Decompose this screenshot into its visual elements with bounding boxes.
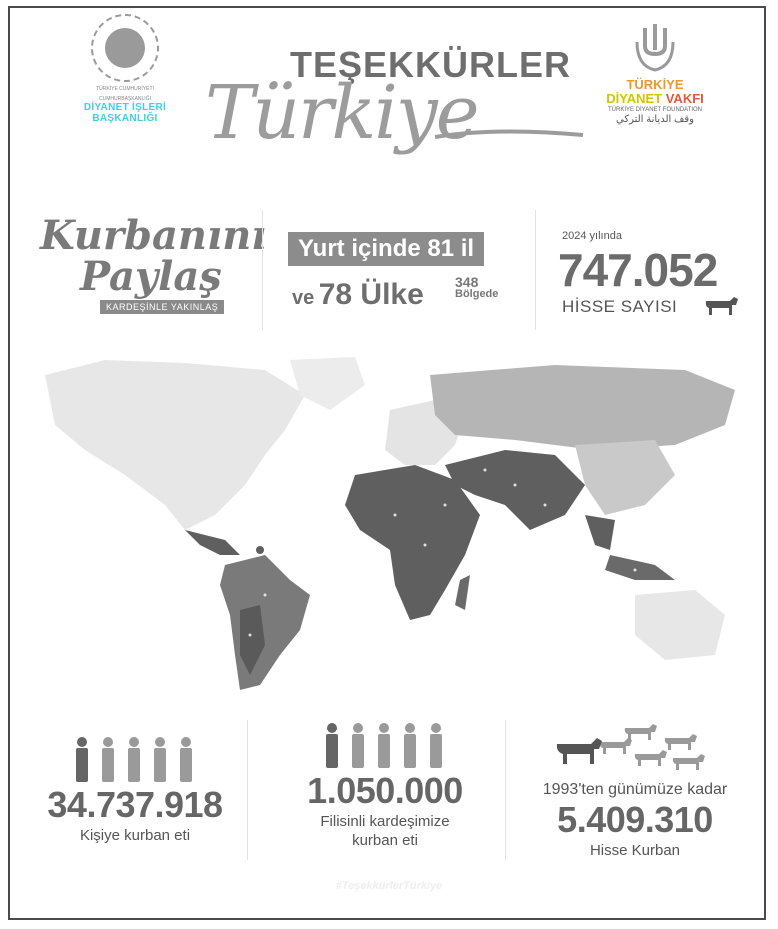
tdv-small-text: TÜRKİYE DİYANET FOUNDATION: [607, 107, 702, 113]
tdv-logo: TÜRKİYE DİYANET VAKFI TÜRKİYE DİYANET FO…: [590, 20, 720, 126]
campaign-logo: Kurbanını Paylaş KARDEŞİNLE YAKINLAŞ: [40, 212, 267, 315]
title-script: Türkiye: [205, 70, 479, 156]
logo-name-line1: DİYANET İŞLERİ: [83, 102, 167, 113]
logo-small-text-2: CUMHURBAŞKANLIĞI: [99, 96, 151, 102]
stat-total-shares: 1993'ten günümüze kadar 5.409.310 Hisse …: [520, 722, 750, 860]
crescent-seal-icon: [91, 14, 159, 82]
divider: [505, 720, 506, 860]
region-reach: 348 Bölgede: [455, 274, 499, 300]
logo-name-line2: BAŞKANLIĞI: [92, 113, 158, 124]
tdv-line1: TÜRKİYE: [626, 77, 684, 92]
divider: [247, 720, 248, 860]
tdv-logo-icon: [635, 24, 675, 72]
cow-icon: [705, 297, 738, 315]
shares-year: 2024 yılında: [562, 230, 622, 242]
logo-small-text-1: TÜRKİYE CUMHURİYETİ: [96, 86, 154, 92]
header-title: TEŞEKKÜRLER Türkiye: [205, 30, 585, 156]
title-main: TEŞEKKÜRLER: [290, 44, 572, 85]
stat-people: 34.737.918 Kişiye kurban eti: [30, 736, 240, 845]
divider: [535, 210, 536, 330]
divider: [262, 210, 263, 330]
campaign-word2: Paylaş: [80, 253, 222, 300]
hashtag: #TeşekkürlerTürkiye: [335, 880, 443, 892]
shares-number: 747.052: [558, 244, 718, 296]
stat-number: 5.409.310: [557, 799, 713, 840]
person-icon: [326, 723, 442, 768]
diyanet-logo: TÜRKİYE CUMHURİYETİ CUMHURBAŞKANLIĞI DİY…: [75, 14, 175, 124]
stat-label: Filisinli kardeşimize: [320, 813, 450, 830]
stat-label: Kişiye kurban eti: [79, 827, 191, 844]
campaign-tagline: KARDEŞİNLE YAKINLAŞ: [100, 300, 225, 314]
cow-icon: [556, 724, 705, 770]
tdv-arabic-text: وقف الديانة التركي: [615, 114, 695, 125]
shares-label: HİSSE SAYISI: [562, 297, 678, 316]
world-map: [45, 357, 735, 690]
stat-label: Hisse Kurban: [589, 842, 681, 859]
stat-number: 1.050.000: [307, 770, 463, 811]
title-swoosh: [435, 129, 584, 139]
campaign-word1: Kurbanını: [40, 212, 267, 259]
country-reach: ve 78 Ülke: [292, 278, 424, 311]
stat-number: 34.737.918: [47, 784, 223, 825]
person-icon: [76, 737, 192, 782]
stat-top-label: 1993'ten günümüze kadar: [542, 781, 728, 798]
domestic-reach: Yurt içinde 81 il: [288, 232, 485, 266]
tdv-line2: DİYANET VAKFI: [606, 91, 704, 106]
stat-palestine: 1.050.000 Filisinli kardeşimize kurban e…: [285, 722, 485, 850]
stat-label: kurban eti: [352, 832, 418, 849]
